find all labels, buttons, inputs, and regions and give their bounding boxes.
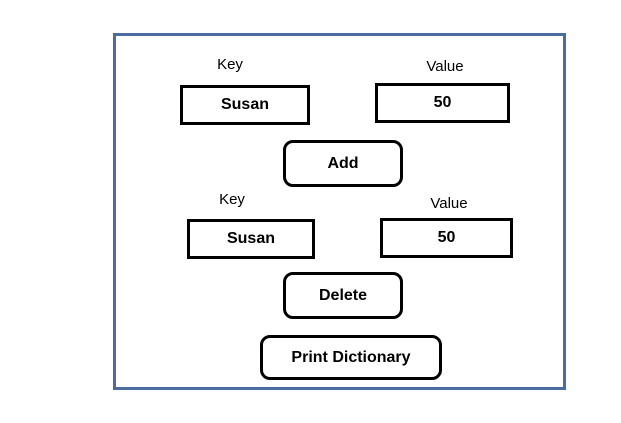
value-input-delete[interactable] xyxy=(380,218,513,258)
key-input-add[interactable] xyxy=(180,85,310,125)
value-label-delete: Value xyxy=(430,195,468,212)
value-input-add[interactable] xyxy=(375,83,510,123)
key-label-delete: Key xyxy=(219,191,245,208)
delete-button[interactable]: Delete xyxy=(283,272,403,319)
key-label-add: Key xyxy=(217,56,243,73)
print-dictionary-button[interactable]: Print Dictionary xyxy=(260,335,442,380)
value-label-add: Value xyxy=(426,58,464,75)
key-input-delete[interactable] xyxy=(187,219,315,259)
add-button[interactable]: Add xyxy=(283,140,403,187)
